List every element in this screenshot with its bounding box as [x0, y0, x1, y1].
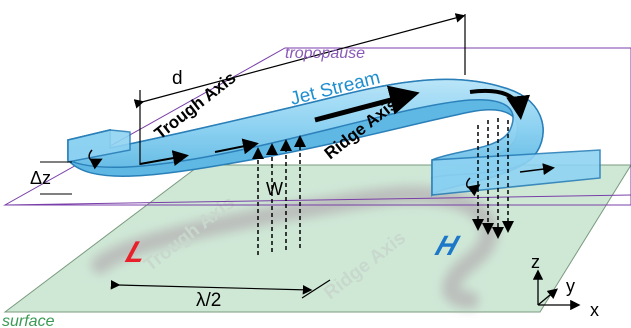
- half-wavelength-label: λ/2: [196, 290, 221, 311]
- flow-arrow-entry: [88, 149, 103, 170]
- flow-arrow-exit: [519, 163, 555, 176]
- flow-arrow-curve: [469, 88, 531, 120]
- jet-exit-block: [431, 149, 601, 196]
- flow-arrow-2: [214, 138, 259, 155]
- axis-z-label: z: [531, 252, 540, 272]
- axis-y-label: y: [566, 276, 575, 296]
- flow-arrow-1: [139, 150, 189, 166]
- sinking-motion-arrows: [472, 118, 514, 239]
- jet-entry-block: [67, 129, 131, 163]
- dz-label: Δz: [30, 168, 51, 188]
- half-wavelength-arrow: [110, 280, 313, 295]
- coordinate-axes: [532, 269, 581, 311]
- d-dimension-arrow: [133, 13, 466, 109]
- axis-x-label: x: [590, 300, 599, 320]
- surface-plane: [3, 164, 631, 313]
- half-wavelength-tick-right: [301, 279, 331, 299]
- w-label: W: [266, 179, 283, 199]
- lower-plane-line: [4, 194, 631, 206]
- d-label: d: [172, 68, 183, 89]
- tropopause-label: tropopause: [285, 45, 365, 62]
- surface-label: surface: [2, 313, 55, 328]
- rising-motion-arrows: [252, 135, 306, 255]
- jet-shadow: [91, 185, 499, 309]
- flow-arrow-exit-curl: [466, 177, 481, 197]
